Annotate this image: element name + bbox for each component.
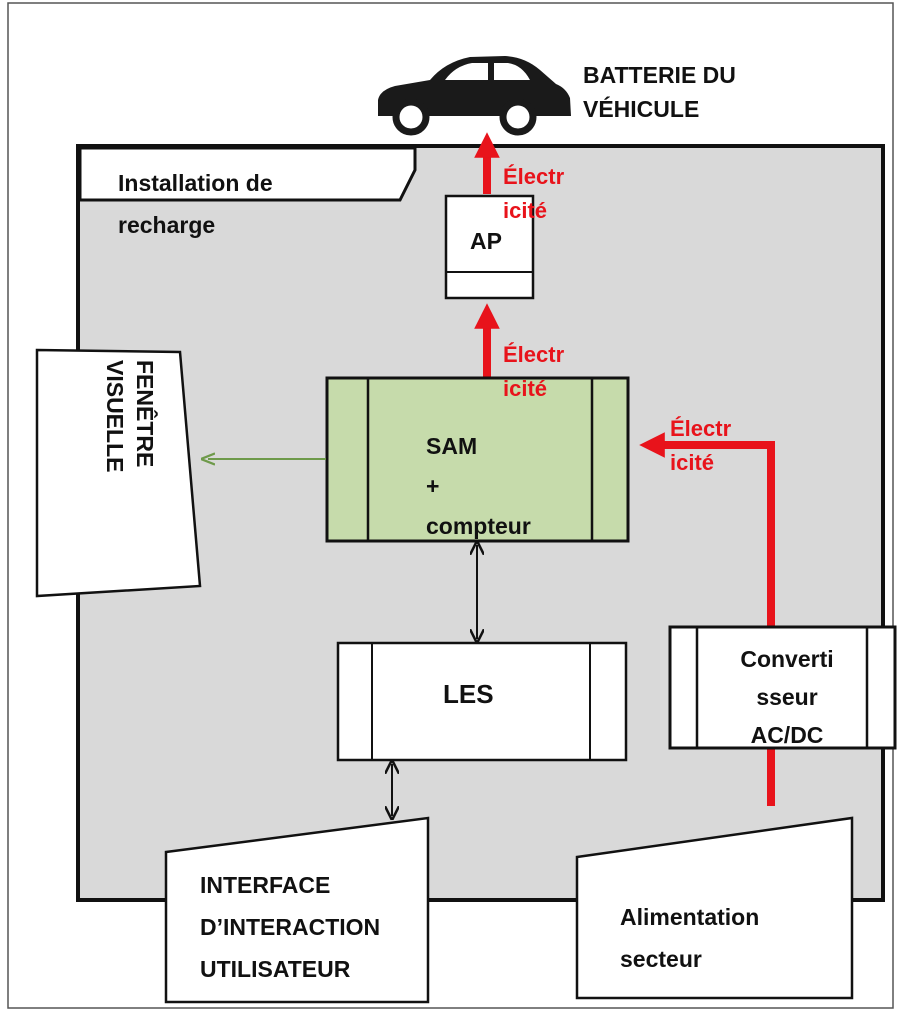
- installation-label: Installation de recharge: [118, 170, 273, 238]
- ap-box: [444, 194, 535, 300]
- ui-interface-label: INTERFACE D’INTERACTION UTILISATEUR: [200, 872, 381, 982]
- outer-frame: [7, 2, 894, 1009]
- mains-supply-label: Alimentation secteur: [620, 904, 760, 972]
- electricity-label-right: Électr icité: [670, 416, 732, 475]
- vehicle-battery-label: BATTERIE DU VÉHICULE: [583, 62, 736, 122]
- electricity-label-top: Électr icité: [503, 164, 565, 223]
- car-icon: [378, 56, 571, 136]
- ap-label: AP: [470, 228, 502, 254]
- visual-window-label: FENÊTRE VISUELLE: [102, 360, 158, 473]
- sam-box: [325, 376, 630, 543]
- converter-label: Converti sseur AC/DC: [740, 646, 834, 744]
- mains-supply-panel: [575, 816, 854, 1000]
- les-box: [336, 641, 628, 762]
- converter-box: [668, 625, 897, 750]
- sam-label: SAM + compteur: [426, 433, 531, 539]
- electricity-label-middle: Électr icité: [503, 342, 565, 401]
- les-label: LES: [443, 679, 494, 709]
- installation-tab: [78, 146, 417, 202]
- visual-window-panel: [35, 348, 202, 598]
- ui-interface-panel: [164, 816, 430, 1004]
